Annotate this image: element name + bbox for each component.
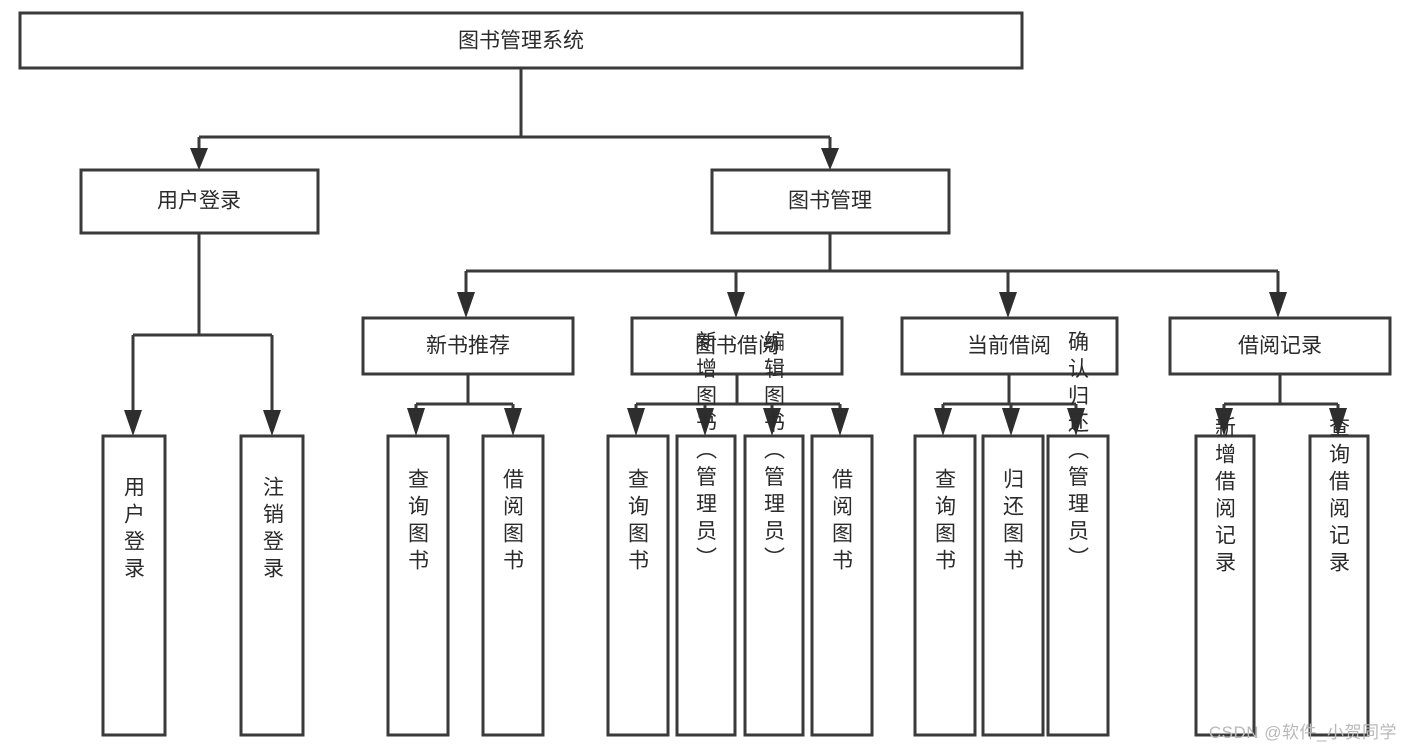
node-book-borrow[interactable]: 图书借阅 xyxy=(630,316,844,376)
node-leaf-borrow-book-rec[interactable]: 借阅图书 xyxy=(481,434,545,737)
node-leaf-user-login-label: 用户登录 xyxy=(122,476,146,584)
node-leaf-add-borrow-record-box[interactable] xyxy=(1194,434,1256,737)
node-leaf-logout-login[interactable]: 注销登录 xyxy=(239,434,305,737)
node-leaf-borrow-book-rec-box[interactable] xyxy=(481,434,545,737)
node-borrow-record-box[interactable] xyxy=(1168,316,1392,376)
node-leaf-user-login-box[interactable] xyxy=(101,434,167,737)
arrowhead-leaf-logout-login xyxy=(263,410,281,436)
node-book-borrow-box[interactable] xyxy=(630,316,844,376)
arrowhead-user-login xyxy=(190,148,208,170)
node-leaf-query-borrow-record[interactable]: 查询借阅记录 xyxy=(1308,416,1370,737)
node-leaf-confirm-return-admin-box[interactable] xyxy=(1046,434,1110,737)
node-new-book-recommend[interactable]: 新书推荐 xyxy=(361,316,575,376)
node-leaf-borrow-book[interactable]: 借阅图书 xyxy=(810,434,874,737)
arrowhead-leaf-query-book-current xyxy=(934,408,952,436)
arrowhead-leaf-borrow-book xyxy=(831,408,849,436)
arrowhead-leaf-return-book xyxy=(1002,408,1020,436)
node-leaf-query-book-current-box[interactable] xyxy=(913,434,977,737)
node-leaf-logout-login-label: 注销登录 xyxy=(261,476,285,584)
node-leaf-query-book-rec-box[interactable] xyxy=(386,434,450,737)
node-leaf-add-borrow-record[interactable]: 新增借阅记录 xyxy=(1194,416,1256,737)
node-new-book-recommend-label: 新书推荐 xyxy=(426,335,510,358)
node-leaf-return-book-box[interactable] xyxy=(981,434,1045,737)
arrowhead-new-book-recommend xyxy=(457,292,475,318)
node-leaf-user-login[interactable]: 用户登录 xyxy=(101,434,167,737)
node-leaf-add-borrow-record-label: 新增借阅记录 xyxy=(1213,416,1237,578)
node-leaf-edit-book-admin[interactable]: 编辑图书（管理员） xyxy=(743,331,805,737)
arrowhead-borrow-record xyxy=(1269,292,1287,318)
arrowhead-leaf-query-book-borrow xyxy=(627,408,645,436)
node-leaf-return-book-label: 归还图书 xyxy=(1001,468,1025,576)
arrowhead-leaf-query-borrow-record xyxy=(1329,408,1347,436)
node-leaf-query-book-rec[interactable]: 查询图书 xyxy=(386,434,450,737)
node-leaf-edit-book-admin-label: 编辑图书（管理员） xyxy=(762,331,786,574)
node-leaf-confirm-return-admin[interactable]: 确认归还（管理员） xyxy=(1046,331,1110,737)
node-user-login[interactable]: 用户登录 xyxy=(79,168,320,235)
arrowhead-leaf-confirm-return-admin xyxy=(1067,408,1085,436)
node-leaf-query-borrow-record-label: 查询借阅记录 xyxy=(1327,416,1351,578)
arrowhead-leaf-query-book-rec xyxy=(407,408,425,436)
arrowhead-book-borrow xyxy=(727,292,745,318)
arrowhead-leaf-user-login xyxy=(124,410,142,436)
node-leaf-add-book-admin-label: 新增图书（管理员） xyxy=(694,331,718,574)
node-leaf-borrow-book-label: 借阅图书 xyxy=(830,468,854,576)
node-book-management-label: 图书管理 xyxy=(788,190,872,213)
node-book-management-box[interactable] xyxy=(710,168,951,235)
node-leaf-query-borrow-record-box[interactable] xyxy=(1308,434,1370,737)
arrowhead-leaf-edit-book-admin xyxy=(763,408,781,436)
node-leaf-query-book-current[interactable]: 查询图书 xyxy=(913,434,977,737)
node-user-login-label: 用户登录 xyxy=(157,190,241,213)
node-leaf-logout-login-box[interactable] xyxy=(239,434,305,737)
connector-layer xyxy=(124,68,1347,436)
arrowhead-current-borrow xyxy=(999,292,1017,318)
node-root-box[interactable] xyxy=(18,11,1024,70)
node-leaf-query-book-borrow[interactable]: 查询图书 xyxy=(606,434,670,737)
node-leaf-query-book-rec-label: 查询图书 xyxy=(406,468,430,576)
node-leaf-query-book-borrow-box[interactable] xyxy=(606,434,670,737)
arrowhead-leaf-add-borrow-record xyxy=(1215,408,1233,436)
node-book-management[interactable]: 图书管理 xyxy=(710,168,951,235)
node-current-borrow-box[interactable] xyxy=(900,316,1119,376)
node-current-borrow[interactable]: 当前借阅 xyxy=(900,316,1119,376)
arrowhead-leaf-borrow-book-rec xyxy=(504,408,522,436)
node-leaf-borrow-book-rec-label: 借阅图书 xyxy=(501,468,525,576)
node-leaf-query-book-borrow-label: 查询图书 xyxy=(626,468,650,576)
node-current-borrow-label: 当前借阅 xyxy=(967,335,1051,358)
node-new-book-recommend-box[interactable] xyxy=(361,316,575,376)
node-leaf-query-book-current-label: 查询图书 xyxy=(933,468,957,576)
node-borrow-record[interactable]: 借阅记录 xyxy=(1168,316,1392,376)
node-book-borrow-label: 图书借阅 xyxy=(695,335,779,358)
node-leaf-add-book-admin[interactable]: 新增图书（管理员） xyxy=(675,331,737,737)
node-leaf-return-book[interactable]: 归还图书 xyxy=(981,434,1045,737)
arrowhead-leaf-add-book-admin xyxy=(696,408,714,436)
node-leaf-borrow-book-box[interactable] xyxy=(810,434,874,737)
node-leaf-edit-book-admin-box[interactable] xyxy=(743,434,805,737)
node-borrow-record-label: 借阅记录 xyxy=(1238,335,1322,358)
node-root-label: 图书管理系统 xyxy=(458,30,584,53)
node-user-login-box[interactable] xyxy=(79,168,320,235)
node-leaf-add-book-admin-box[interactable] xyxy=(675,434,737,737)
node-root[interactable]: 图书管理系统 xyxy=(18,11,1024,70)
arrowhead-book-management xyxy=(821,148,839,170)
node-leaf-confirm-return-admin-label: 确认归还（管理员） xyxy=(1066,331,1090,574)
